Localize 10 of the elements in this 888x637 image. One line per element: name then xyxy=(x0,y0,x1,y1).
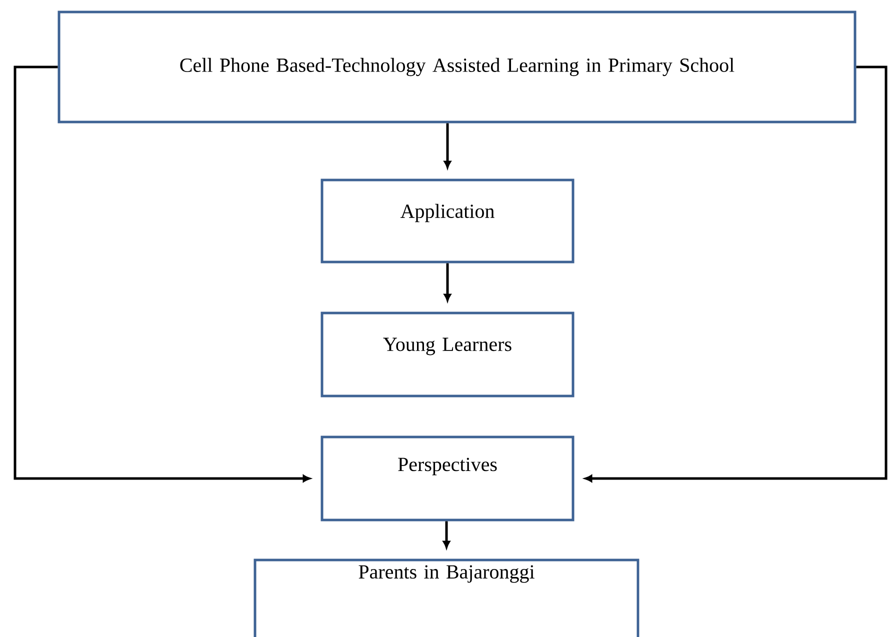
process-box: Perspectives xyxy=(320,436,574,522)
arrow xyxy=(444,123,452,168)
process-box: Parents in Bajaronggi xyxy=(254,558,640,637)
arrow xyxy=(444,263,452,302)
process-box: Application xyxy=(320,178,574,264)
process-box: Cell Phone Based-Technology Assisted Learning in Primary School xyxy=(58,10,856,124)
arrow xyxy=(442,521,450,548)
arrow xyxy=(14,66,310,482)
process-box: Young Learners xyxy=(320,312,574,398)
arrow xyxy=(584,66,888,482)
